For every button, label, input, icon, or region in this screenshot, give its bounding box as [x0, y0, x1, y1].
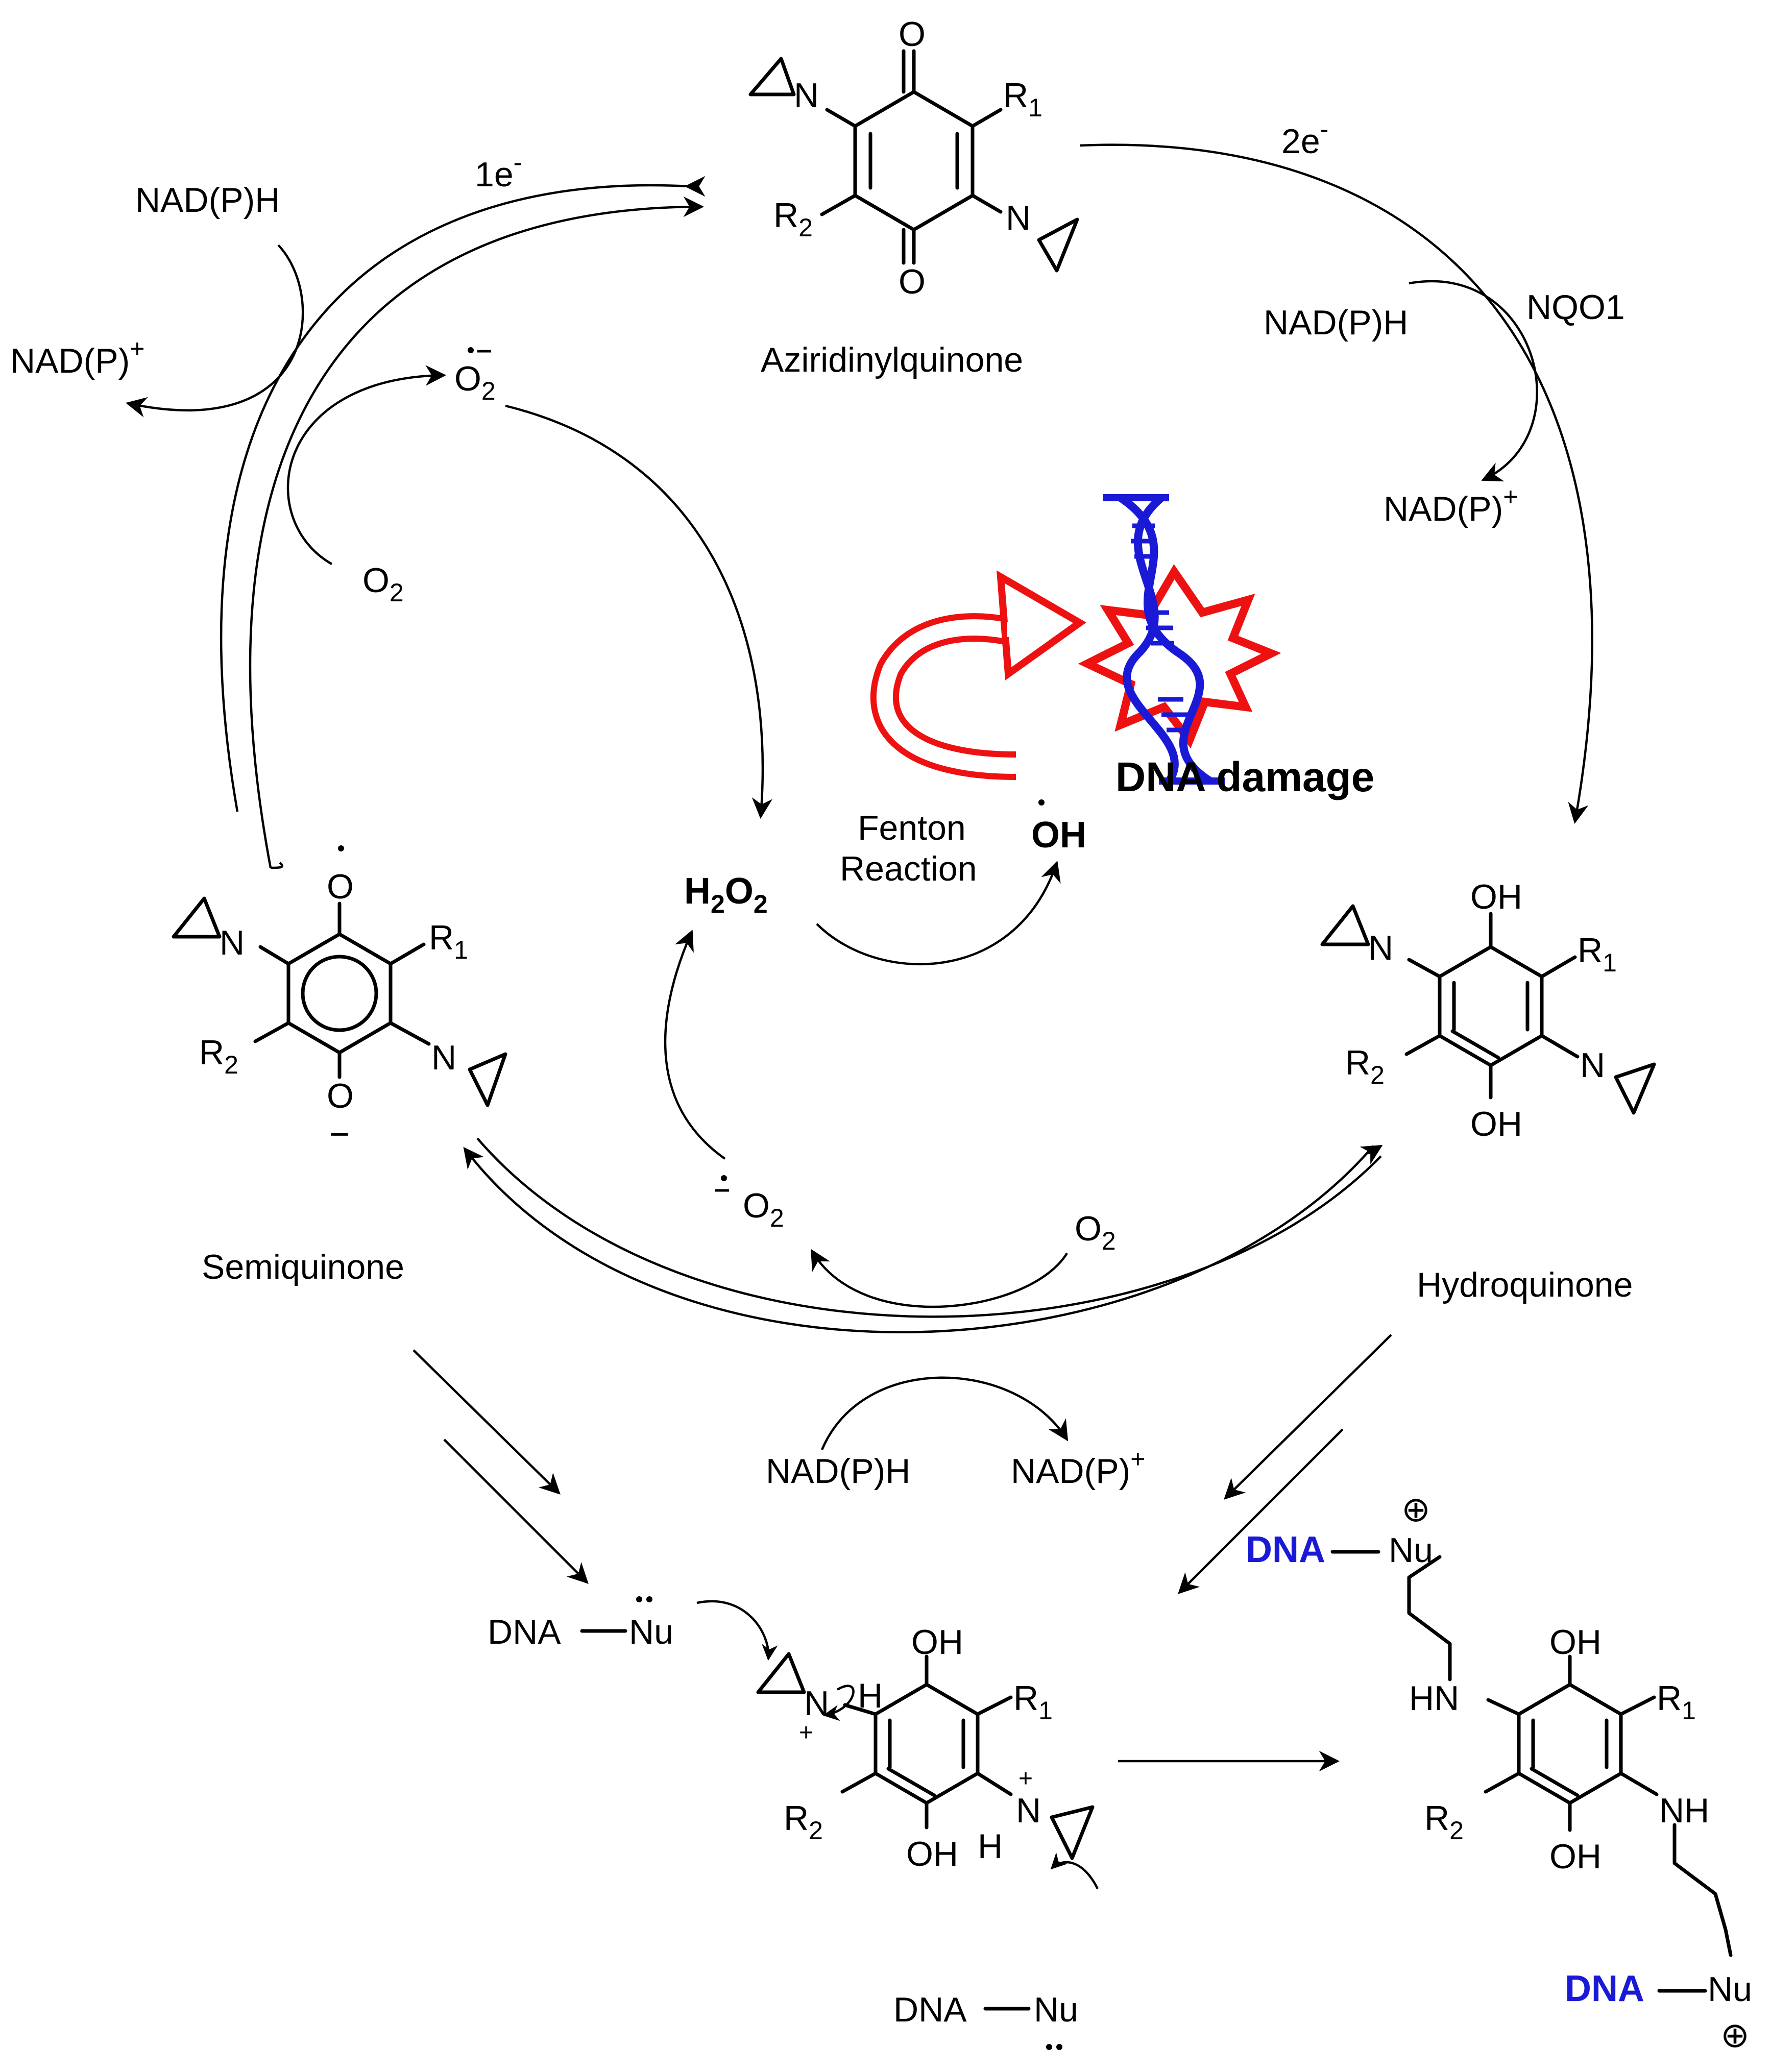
hydroxyl-radical: OH — [1031, 815, 1086, 856]
o2-to-superoxide-bottom-arrow — [810, 1249, 1068, 1308]
aziridinium-oh-bottom: OH — [906, 1835, 958, 1873]
semiquinone-name: Semiquinone — [202, 1248, 404, 1286]
aziridinium-n1: N — [804, 1684, 829, 1723]
quinone-n1: N — [794, 76, 819, 115]
nadp-right: NAD(P)+ — [1384, 482, 1518, 528]
hydroquinone-name: Hydroquinone — [1417, 1265, 1633, 1304]
o2-bottom: O2 — [1075, 1209, 1116, 1255]
o2-left: O2 — [362, 561, 404, 607]
nadph-bottom: NAD(P)H — [766, 1452, 910, 1491]
o2-to-superoxide-arrow — [286, 365, 447, 565]
nucleophile-left-nu: Nu — [629, 1613, 673, 1651]
crosslink-r2: R2 — [1424, 1799, 1464, 1845]
hydroquinone-autoxidation-arrows — [463, 1137, 1383, 1334]
fenton-to-damage-arrow — [870, 570, 1086, 780]
one-e-label: 1e- — [475, 148, 522, 194]
crosslink-oh-top: OH — [1549, 1623, 1602, 1662]
aziridinium-n2: N — [1016, 1791, 1041, 1830]
aziridinium-n2-plus: + — [1018, 1765, 1033, 1792]
two-e-label: 2e- — [1281, 115, 1328, 161]
hydroquinone-oh-top: OH — [1470, 877, 1522, 916]
dna-damage-label: DNA damage — [1115, 754, 1374, 800]
crosslink-plus-top: ⊕ — [1401, 1490, 1430, 1529]
quinone-r2: R2 — [773, 196, 813, 242]
nqo1-label: NQO1 — [1526, 288, 1625, 327]
quinone-n2: N — [1006, 199, 1031, 237]
superoxide-to-h2o2-arrow — [505, 404, 773, 819]
aziridinium-h1: H — [858, 1676, 883, 1715]
semiquinone-o-bottom: O — [327, 1077, 354, 1115]
hydroquinone-alkylation-arrow-2 — [1178, 1428, 1344, 1594]
fenton-arrow — [816, 861, 1061, 966]
nadph-right: NAD(P)H — [1264, 303, 1408, 342]
nucleophile-left-dna: DNA — [488, 1613, 561, 1651]
nadph-right-arrow — [1409, 280, 1538, 482]
crosslink-plus-bottom: ⊕ — [1720, 2016, 1750, 2055]
nadph-left: NAD(P)H — [135, 181, 280, 220]
hydroquinone-n2: N — [1580, 1046, 1605, 1085]
superoxide-to-h2o2-bottom-arrow — [664, 930, 726, 1160]
hydroquinone-alkylation-arrow-1 — [1224, 1334, 1392, 1500]
nucleophile-bottom-dna: DNA — [893, 1990, 967, 2029]
semiquinone-n2: N — [431, 1038, 456, 1077]
quinone-structure: O O N N R1 R2 — [748, 15, 1079, 301]
nadp-bottom: NAD(P)+ — [1011, 1445, 1145, 1491]
quinone-r1: R1 — [1003, 76, 1042, 122]
semiquinone-r1: R1 — [429, 918, 468, 964]
superoxide-bottom: O2 — [743, 1186, 784, 1232]
superoxide-top: O2 — [454, 359, 496, 405]
hydroquinone-r2: R2 — [1345, 1043, 1385, 1089]
aziridinium-r2: R2 — [784, 1799, 823, 1845]
crosslink-hn: HN — [1409, 1679, 1459, 1718]
quinone-o-bottom: O — [899, 262, 926, 301]
one-electron-reduction-arrows — [220, 176, 706, 869]
nadph-left-arrow — [126, 244, 304, 418]
hydroquinone-structure: OH OH N N R1 R2 — [1320, 877, 1656, 1143]
dna-damage-icon — [1078, 494, 1281, 785]
crosslink-dna-bottom: DNA — [1565, 1968, 1644, 2009]
semiquinone-alkylation-arrow-2 — [443, 1439, 589, 1584]
semiquinone-minus: − — [329, 1115, 350, 1154]
crosslink-structure: OH OH HN NH R1 R2 DNA Nu ⊕ DNA Nu ⊕ — [1246, 1490, 1752, 2055]
nucleophile-bottom-nu: Nu — [1034, 1990, 1078, 2029]
hydroquinone-oh-bottom: OH — [1470, 1105, 1522, 1143]
semiquinone-alkylation-arrow-1 — [413, 1349, 561, 1495]
semiquinone-r2: R2 — [199, 1033, 238, 1079]
crosslink-nu-bottom: Nu — [1708, 1970, 1752, 2009]
crosslink-nh: NH — [1659, 1791, 1709, 1830]
crosslink-dna-top: DNA — [1246, 1529, 1325, 1570]
hydroquinone-n1: N — [1368, 929, 1393, 967]
quinone-o-top: O — [899, 15, 926, 54]
crosslink-r1: R1 — [1657, 1679, 1696, 1725]
nadph-bottom-arrow — [820, 1376, 1069, 1450]
quinone-name: Aziridinylquinone — [761, 340, 1023, 379]
aziridinium-h2: H — [978, 1827, 1003, 1866]
nucleophilic-attack-arrow — [696, 1600, 778, 1661]
aziridinium-oh-top: OH — [911, 1623, 963, 1662]
semiquinone-structure: O O − N N R1 R2 — [172, 845, 507, 1154]
two-electron-reduction-arrow — [1079, 143, 1593, 824]
semiquinone-o-top: O — [327, 867, 354, 906]
h2o2-label: H2O2 — [684, 871, 768, 918]
aziridinium-r1: R1 — [1013, 1679, 1053, 1725]
nadp-left: NAD(P)+ — [10, 334, 144, 380]
fenton-line1: Fenton — [858, 809, 966, 847]
semiquinone-n1: N — [220, 923, 245, 962]
hydroquinone-r1: R1 — [1578, 931, 1617, 977]
aziridinium-n1-plus: + — [799, 1719, 813, 1746]
fenton-line2: Reaction — [840, 849, 977, 888]
crosslink-oh-bottom: OH — [1549, 1837, 1602, 1876]
crosslink-nu-top: Nu — [1389, 1531, 1433, 1570]
aziridinium-structure: OH OH N + H N + H R1 R2 — [756, 1623, 1099, 1890]
